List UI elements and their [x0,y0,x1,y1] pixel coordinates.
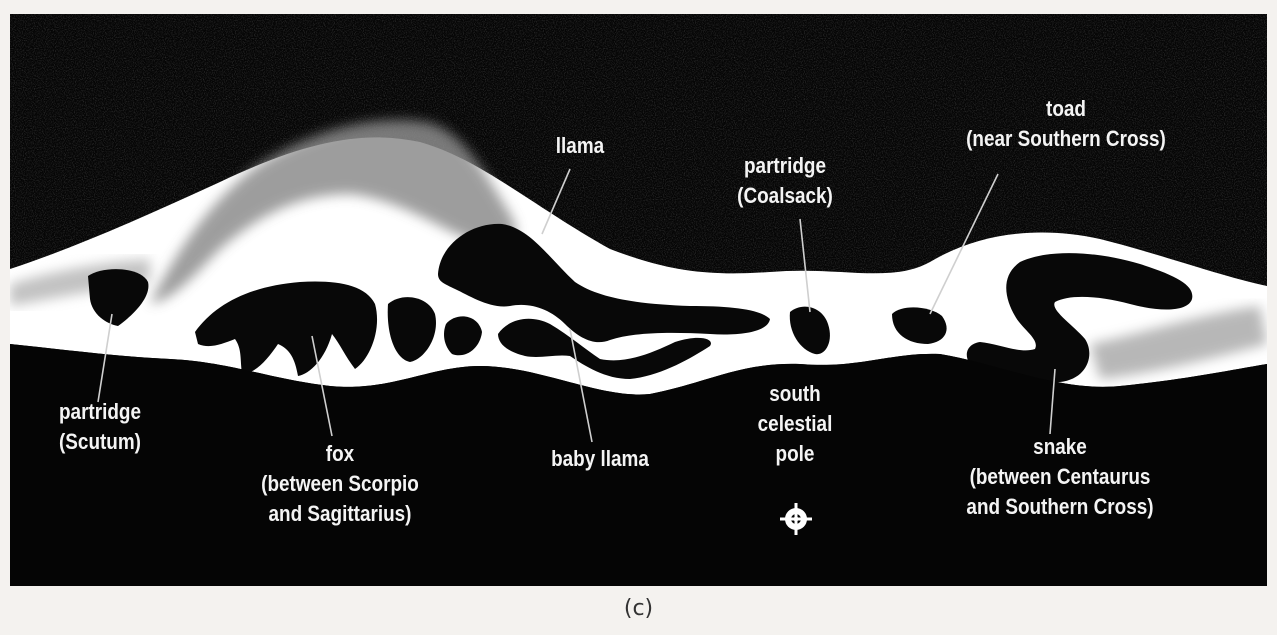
label-fox: fox (between Scorpio and Sagittarius) [224,439,456,529]
figure-caption: (c) [0,596,1277,621]
label-partridge-scutum: partridge (Scutum) [31,397,169,457]
label-baby-llama: baby llama [531,444,669,474]
milky-way-dark-cloud-figure: llama partridge (Coalsack) toad (near So… [10,14,1267,586]
label-partridge-coalsack: partridge (Coalsack) [712,151,858,211]
label-south-celestial-pole: south celestial pole [731,379,860,469]
label-llama: llama [528,131,631,161]
label-snake: snake (between Centaurus and Southern Cr… [931,432,1189,522]
label-toad: toad (near Southern Cross) [928,94,1203,154]
